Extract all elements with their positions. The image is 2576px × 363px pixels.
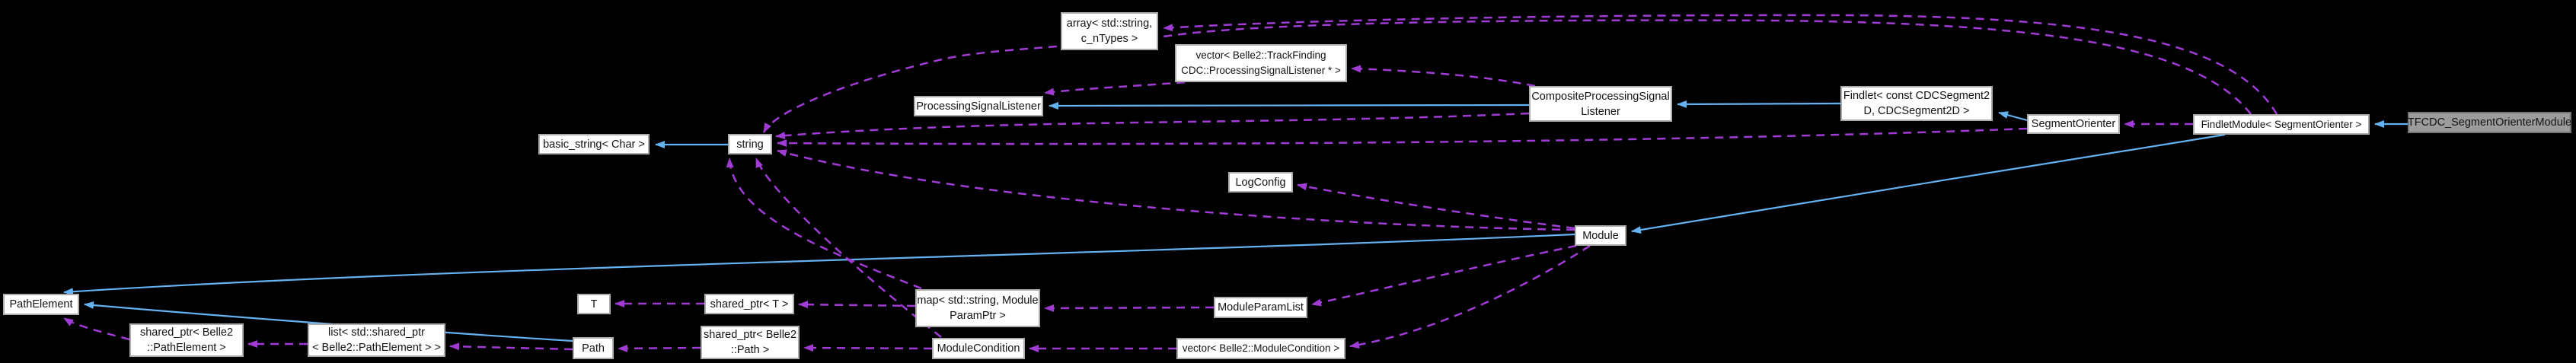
edge-vector_psl-to-psl	[1044, 81, 1186, 96]
node-shared_ptr_t[interactable]: shared_ptr< T >	[704, 294, 794, 314]
node-label: D, CDCSegment2D >	[1863, 105, 1970, 117]
edge-module-to-log_config	[1297, 183, 1575, 230]
node-tfcdc: TFCDC_SegmentOrienterModule	[2408, 112, 2571, 133]
node-label: map< std::string, Module	[917, 295, 1039, 307]
node-label: SegmentOrienter	[2031, 118, 2116, 130]
edge-composite_psl-to-vector_psl	[1351, 65, 1536, 88]
node-label: CDC::ProcessingSignalListener * >	[1181, 65, 1341, 76]
node-path_node[interactable]: Path	[573, 337, 614, 359]
node-label: c_nTypes >	[1081, 33, 1138, 45]
edge-composite_psl-to-psl	[1049, 101, 1530, 110]
edge-findlet_module-to-module	[1631, 133, 2226, 234]
edge-module-to-path_element	[63, 233, 1575, 296]
node-label: string	[736, 138, 764, 151]
node-label: basic_string< Char >	[543, 138, 645, 151]
edge-map_param-to-string	[726, 158, 922, 290]
node-label: shared_ptr< Belle2	[703, 329, 797, 341]
node-list_shared_ptr[interactable]: list< std::shared_ptr< Belle2::PathEleme…	[308, 323, 445, 357]
edge-findlet_module-to-string	[762, 19, 2252, 133]
edge-module-to-module_param_list	[1311, 244, 1577, 307]
node-module[interactable]: Module	[1575, 225, 1626, 246]
edge-module-to-string	[777, 149, 1575, 231]
edge-findlet_module-to-array_str	[1163, 14, 2278, 115]
node-label: FindletModule< SegmentOrienter >	[2201, 118, 2362, 130]
edge-shared_ptr_pe-to-path_element	[63, 317, 130, 341]
node-module_param_list[interactable]: ModuleParamList	[1214, 297, 1307, 318]
node-label: shared_ptr< Belle2	[139, 326, 234, 339]
node-label: TFCDC_SegmentOrienterModule	[2407, 116, 2572, 129]
node-label: Path	[582, 342, 605, 355]
node-label: ProcessingSignalListener	[916, 100, 1041, 113]
node-label: CompositeProcessingSignal	[1531, 90, 1670, 103]
node-array_str[interactable]: array< std::string,c_nTypes >	[1061, 12, 1158, 50]
node-label: ModuleCondition	[937, 342, 1020, 355]
edge-path_node-to-path_element	[84, 301, 573, 342]
edge-segment_orienter-to-string	[777, 127, 2028, 148]
edge-module-to-vector_mc	[1349, 244, 1591, 349]
edge-map_param-to-shared_ptr_t	[798, 301, 916, 309]
node-label: list< std::shared_ptr	[328, 326, 425, 339]
node-segment_orienter[interactable]: SegmentOrienter	[2027, 114, 2120, 134]
node-basic_string[interactable]: basic_string< Char >	[538, 134, 650, 154]
node-string[interactable]: string	[728, 134, 772, 154]
node-t_param[interactable]: T	[577, 294, 611, 314]
node-findlet_module[interactable]: FindletModule< SegmentOrienter >	[2193, 114, 2370, 135]
node-label: ::Path >	[730, 344, 770, 356]
node-label: vector< Belle2::ModuleCondition >	[1182, 342, 1340, 354]
edge-module_condition-to-shared_ptr_path	[803, 344, 933, 352]
node-label: vector< Belle2::TrackFinding	[1195, 49, 1326, 61]
node-label: ParamPtr >	[950, 310, 1006, 322]
edge-module_param_list-to-map_param	[1044, 304, 1215, 312]
edge-findlet-to-composite_psl	[1677, 100, 1841, 108]
edge-segment_orienter-to-findlet	[1998, 111, 2028, 122]
node-label: < Belle2::PathElement > >	[312, 342, 441, 354]
node-label: PathElement	[9, 298, 73, 310]
node-label: Module	[1582, 229, 1619, 242]
node-label: shared_ptr< T >	[710, 298, 789, 310]
node-label: ModuleParamList	[1218, 301, 1304, 314]
node-psl[interactable]: ProcessingSignalListener	[914, 96, 1043, 116]
node-shared_ptr_pe[interactable]: shared_ptr< Belle2::PathElement >	[129, 323, 244, 357]
edge-composite_psl-to-string	[775, 112, 1530, 140]
edge-path_node-to-list_shared_ptr	[449, 342, 573, 351]
node-shared_ptr_path[interactable]: shared_ptr< Belle2::Path >	[701, 326, 800, 359]
node-label: T	[590, 298, 598, 310]
edge-shared_ptr_path-to-path_node	[618, 344, 701, 352]
node-path_element[interactable]: PathElement	[3, 294, 79, 315]
node-label: ::PathElement >	[147, 342, 226, 354]
node-label: LogConfig	[1235, 176, 1286, 189]
node-findlet[interactable]: Findlet< const CDCSegment2 D, CDCSegment2…	[1840, 86, 1993, 121]
node-label: Findlet< const CDCSegment2	[1843, 90, 1990, 102]
node-module_condition[interactable]: ModuleCondition	[932, 338, 1025, 359]
node-label: Listener	[1581, 105, 1620, 118]
node-label: array< std::string,	[1066, 18, 1153, 30]
node-vector_mc[interactable]: vector< Belle2::ModuleCondition >	[1176, 338, 1345, 359]
node-log_config[interactable]: LogConfig	[1228, 172, 1293, 193]
